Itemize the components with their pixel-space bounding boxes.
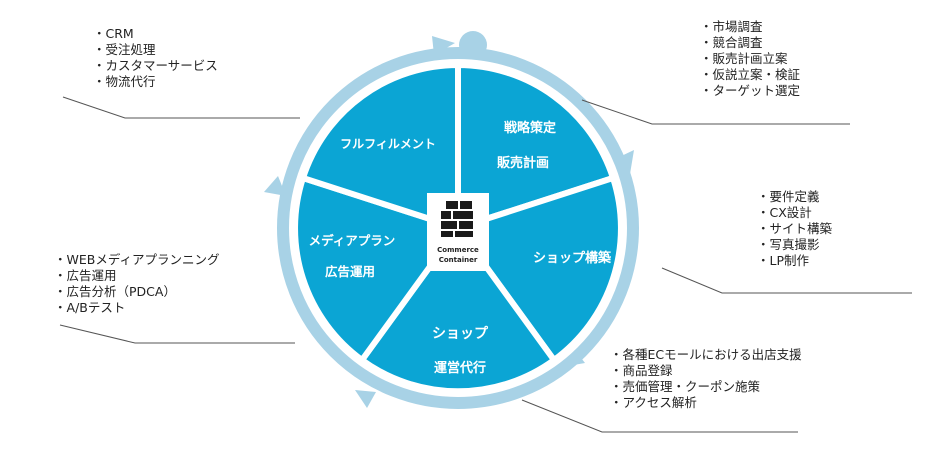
list-item: ターゲット選定 [700, 83, 801, 99]
list-item: 物流代行 [93, 74, 218, 90]
segment-label-strategy-1: 戦略策定 [504, 120, 556, 136]
list-strategy: 市場調査 競合調査 販売計画立案 仮説立案・検証 ターゲット選定 [700, 19, 801, 99]
arrow-into-shop-build [615, 150, 634, 174]
segment-media[interactable] [292, 175, 461, 363]
list-item: 要件定義 [757, 189, 832, 205]
list-item: 写真撮影 [757, 237, 832, 253]
list-item: カスタマーサービス [93, 58, 218, 74]
list-item: CX設計 [757, 205, 832, 221]
list-item: 競合調査 [700, 35, 800, 51]
cycle-arrows [264, 36, 634, 408]
list-item: A/Bテスト [54, 300, 219, 316]
list-shop-operation: 各種ECモールにおける出店支援 商品登録 売価管理・クーポン施策 アクセス解析 [610, 347, 802, 411]
arrow-into-shop-operation [562, 350, 585, 367]
segment-strategy[interactable] [455, 62, 616, 231]
logo-text-line2: Container [439, 256, 478, 264]
segment-label-shop-operation-1: ショップ [432, 326, 489, 342]
segment-fulfillment[interactable] [300, 62, 461, 231]
list-item: LP制作 [757, 253, 832, 269]
center-logo: Commerce Container [427, 193, 489, 271]
list-item: 受注処理 [93, 42, 218, 58]
segment-label-shop-operation-2: 運営代行 [434, 360, 486, 376]
list-item: 広告分析（PDCA） [54, 284, 219, 300]
cycle-start-dot [459, 31, 487, 59]
segment-label-media-1: メディアプラン [309, 233, 396, 248]
leader-line-fulfillment [62, 96, 300, 119]
stacked-boxes-icon [441, 201, 473, 237]
leader-line-strategy [581, 99, 850, 125]
segment-label-fulfillment: フルフィルメント [340, 137, 436, 151]
arrow-into-media [355, 390, 376, 408]
leader-line-shop-build [661, 267, 912, 294]
list-fulfillment: CRM 受注処理 カスタマーサービス 物流代行 [93, 26, 218, 90]
segment-label-media-2: 広告運用 [325, 264, 375, 279]
segment-label-shop-build: ショップ構築 [533, 250, 612, 266]
list-item: アクセス解析 [610, 395, 802, 411]
list-item: 商品登録 [610, 363, 802, 379]
logo-text-line1: Commerce [437, 246, 479, 254]
pie [292, 62, 624, 395]
leader-line-shop-operation [521, 399, 798, 433]
list-item: 仮説立案・検証 [700, 67, 801, 83]
segment-shop-operation[interactable] [359, 225, 557, 395]
arrow-into-strategy [432, 36, 455, 55]
list-item: サイト構築 [757, 221, 833, 237]
segment-label-strategy-2: 販売計画 [497, 155, 549, 171]
cycle-ring [277, 47, 639, 409]
list-item: 販売計画立案 [700, 51, 800, 67]
list-media: WEBメディアプランニング 広告運用 広告分析（PDCA） A/Bテスト [54, 252, 220, 316]
arrow-into-fulfillment [264, 176, 286, 196]
segment-shop-build[interactable] [455, 175, 624, 363]
list-shop-build: 要件定義 CX設計 サイト構築 写真撮影 LP制作 [757, 189, 833, 269]
list-item: 広告運用 [54, 268, 219, 284]
list-item: 各種ECモールにおける出店支援 [610, 347, 802, 363]
list-item: 売価管理・クーポン施策 [610, 379, 802, 395]
list-item: CRM [93, 26, 218, 42]
list-item: 市場調査 [700, 19, 800, 35]
leader-line-media [59, 324, 295, 344]
list-item: WEBメディアプランニング [54, 252, 220, 268]
